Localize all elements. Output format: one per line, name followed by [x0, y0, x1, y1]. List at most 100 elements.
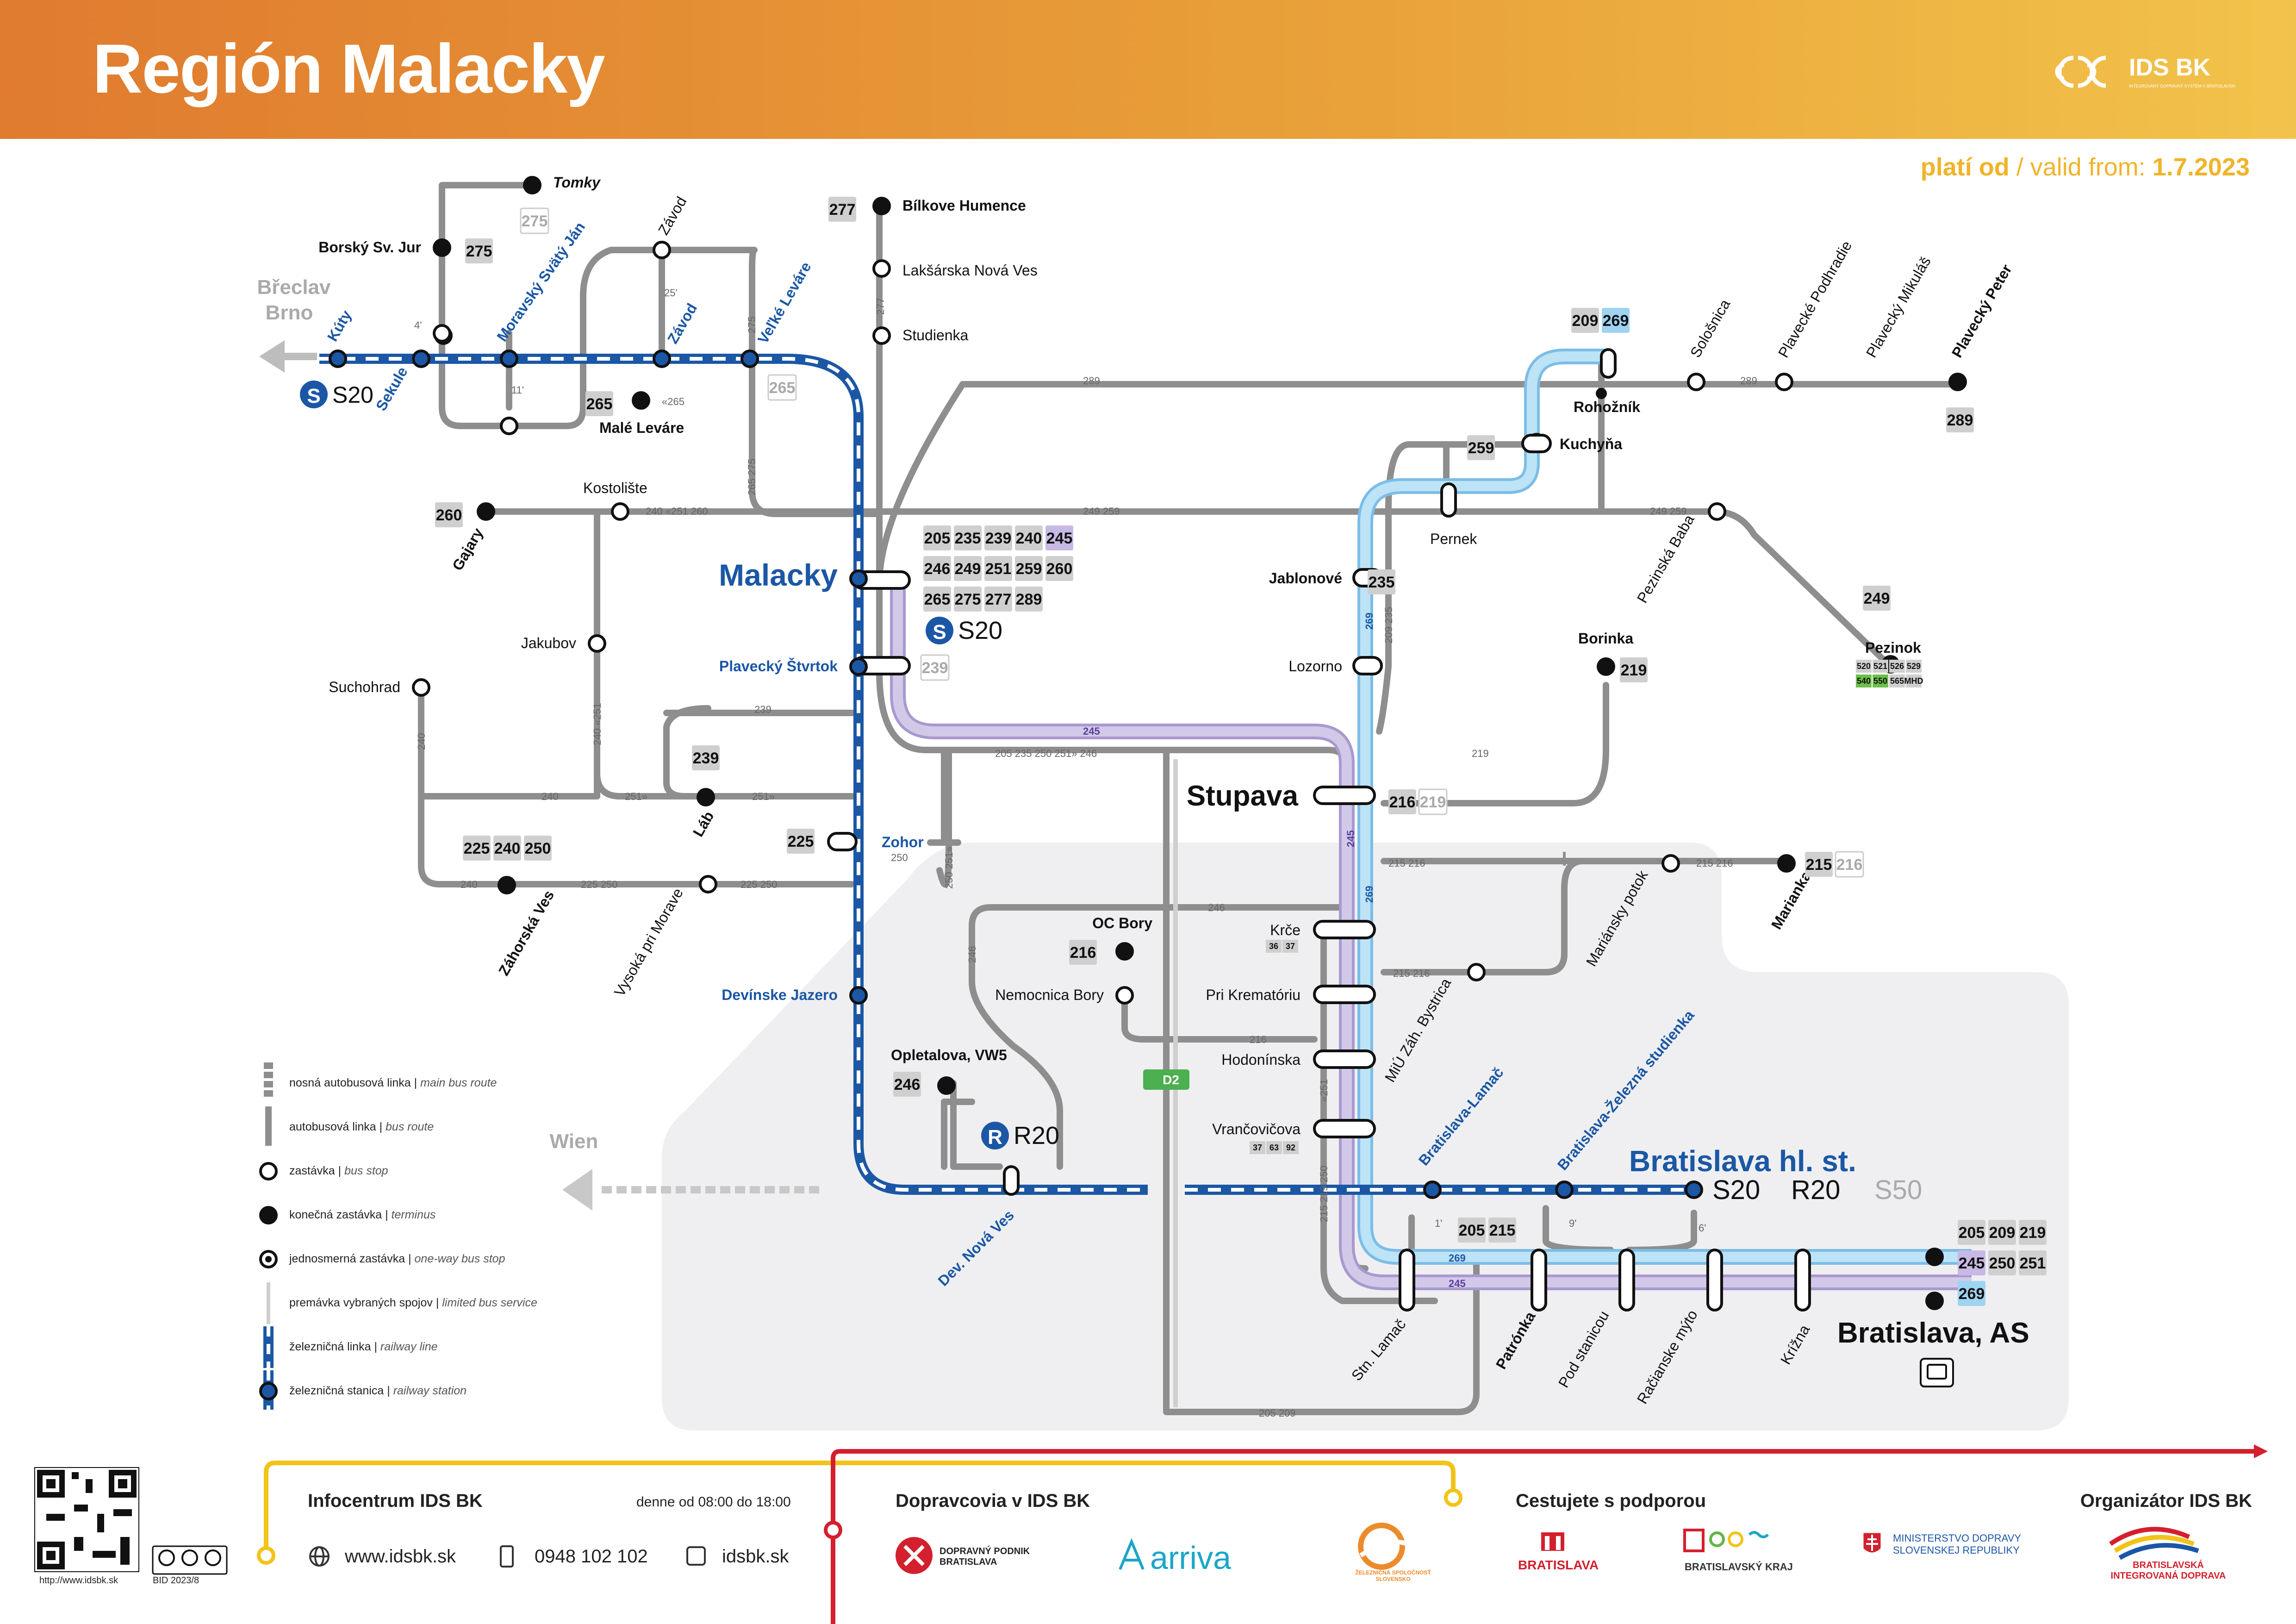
seg-269v2: 269 — [1363, 886, 1375, 903]
s20-kuty: S20 — [332, 382, 373, 408]
seg-6: 6' — [1699, 1222, 1706, 1234]
zssk-logo — [1358, 1523, 1408, 1570]
seg-245b: 245 — [1449, 1278, 1466, 1289]
dpb-logo — [896, 1537, 933, 1574]
small-badge: 520 — [1857, 662, 1871, 671]
stop-pernek: Pernek — [1430, 531, 1477, 547]
line-badge: 225 — [464, 840, 490, 857]
bid-logo — [2109, 1527, 2199, 1560]
svg-text:R: R — [988, 1126, 1002, 1149]
line-badge-bg — [435, 502, 463, 527]
s20-hl: S20 — [1712, 1175, 1760, 1205]
small-badge: 526 — [1890, 662, 1904, 671]
legend-terminus: konečná zastávka | terminus — [289, 1208, 436, 1221]
seg-225-250b: 225 250 — [740, 879, 778, 890]
ministry-logo — [1862, 1531, 1882, 1554]
seg-249: 249 259 — [1650, 506, 1687, 517]
seg-205-209: 205 209 — [1259, 1407, 1296, 1419]
legend-main-bus-sk: nosná autobusová linka — [289, 1076, 411, 1089]
stop-zahorska: Záhorská Ves — [495, 887, 557, 979]
ids-bk-logo: IDS BK INTEGROVANÝ DOPRAVNÝ SYSTÉM V BRA… — [2055, 54, 2235, 88]
line-badge: 215 — [1489, 1222, 1516, 1239]
small-badge: 37 — [1253, 1143, 1262, 1152]
line-badge: 216 — [1070, 944, 1096, 962]
line-badge-bg — [692, 745, 720, 770]
line-badge: 275 — [466, 243, 492, 260]
small-badge: 36 — [1269, 942, 1278, 951]
page-title: Región Malacky — [93, 30, 605, 107]
stop-stupava: Stupava — [1187, 780, 1299, 812]
web-link[interactable]: www.idsbk.sk — [345, 1546, 456, 1567]
line-badge: 249 — [955, 560, 981, 578]
line-badge-bg — [1988, 1250, 2016, 1275]
carrier-arriva: arriva — [1150, 1540, 1232, 1576]
line-badge-bg — [1946, 407, 1974, 432]
line-badge-bg — [1045, 525, 1073, 550]
seg-269v: 269 — [1363, 612, 1375, 630]
small-badge-bg — [1889, 675, 1905, 687]
legend-rail: železničná linka | railway line — [289, 1340, 438, 1353]
seg-240v: 240 — [416, 733, 427, 750]
line-badge-bg — [524, 836, 552, 861]
small-badge-bg — [1889, 660, 1905, 673]
seg-250-251v: 250 251» — [943, 846, 955, 889]
legend-station-sk: železničná stanica — [289, 1384, 384, 1397]
seg-216: 216 — [1250, 1034, 1267, 1045]
footer: http://www.idsbk.sk BID 2023/8 Infocentr… — [0, 1444, 2296, 1624]
d2-label: D2 — [1163, 1073, 1179, 1087]
info-title: Infocentrum IDS BK — [308, 1491, 483, 1511]
legend-main-bus: nosná autobusová linka | main bus route — [289, 1076, 497, 1089]
organizer-bid: BRATISLAVSKÁ INTEGROVANÁ DOPRAVA — [2110, 1560, 2226, 1581]
info-hours: denne od 08:00 do 18:00 — [636, 1494, 791, 1510]
small-badge: MHD — [1904, 676, 1923, 686]
footer-lines — [34, 1444, 2268, 1624]
station-moravsky: Moravský Svätý Ján — [493, 219, 588, 344]
line-badge: 260 — [436, 506, 462, 524]
legend-rail-sk: železničná linka — [289, 1340, 371, 1353]
stop-male-levare: Malé Leváre — [599, 419, 684, 436]
stop-lab: Láb — [690, 808, 717, 839]
seg-215-216b: 215 216 — [1696, 857, 1733, 869]
seg-11: 11' — [511, 384, 524, 396]
line-badge-bg — [2019, 1250, 2047, 1275]
small-badge-bg — [1873, 675, 1888, 687]
line-badge-bg — [1958, 1220, 1985, 1245]
small-badge-bg — [1250, 1141, 1265, 1154]
line-badge: 239 — [693, 750, 719, 767]
seg-219: 219 — [1472, 748, 1489, 759]
stop-gajary: Gajary — [449, 525, 486, 573]
legend-station-en: railway station — [393, 1384, 467, 1397]
seg-289: 289 — [1083, 375, 1100, 387]
phone-number[interactable]: 0948 102 102 — [535, 1546, 648, 1567]
svg-text:S: S — [307, 385, 320, 407]
organizer-title: Organizátor IDS BK — [2080, 1491, 2252, 1511]
stop-solosnica: Sološnica — [1687, 296, 1734, 360]
stop-pezinska-baba: Pezinská Baba — [1634, 512, 1698, 606]
stop-bratislava-as: Bratislava, AS — [1837, 1317, 2029, 1349]
stop-vysoka: Vysoká pri Morave — [611, 885, 686, 999]
stop-marianka: Marianka — [1768, 868, 1815, 932]
line-badge: 235 — [955, 530, 981, 547]
legend-stop-sk: zastávka — [289, 1164, 335, 1177]
legend-station: železničná stanica | railway station — [289, 1384, 467, 1397]
stop-jakubov: Jakubov — [521, 635, 576, 651]
stop-studienka: Studienka — [902, 327, 969, 344]
seg-250: 250 — [891, 852, 908, 863]
line-badge: 265 — [924, 591, 951, 608]
line-badge: 265 — [769, 379, 796, 397]
legend-oneway-sk: jednosmerná zastávka — [289, 1252, 405, 1265]
seg-269: 269 — [1449, 1252, 1466, 1264]
seg-265-275: 265 275 — [746, 458, 758, 495]
line-badge-bg — [787, 829, 815, 854]
legend-limited-sk: premávka vybraných spojov — [289, 1296, 433, 1309]
legend-main-bus-en: main bus route — [420, 1076, 497, 1089]
legend-rail-en: railway line — [380, 1340, 438, 1353]
stop-krce: Krče — [1270, 922, 1300, 938]
facebook-link[interactable]: idsbk.sk — [722, 1546, 789, 1567]
support-ministry: MINISTERSTVO DOPRAVY SLOVENSKEJ REPUBLIK… — [1893, 1532, 2021, 1556]
valid-label-en: valid from: — [2030, 153, 2146, 181]
small-badge: 521 — [1873, 662, 1887, 671]
line-badge: 260 — [1046, 560, 1073, 578]
